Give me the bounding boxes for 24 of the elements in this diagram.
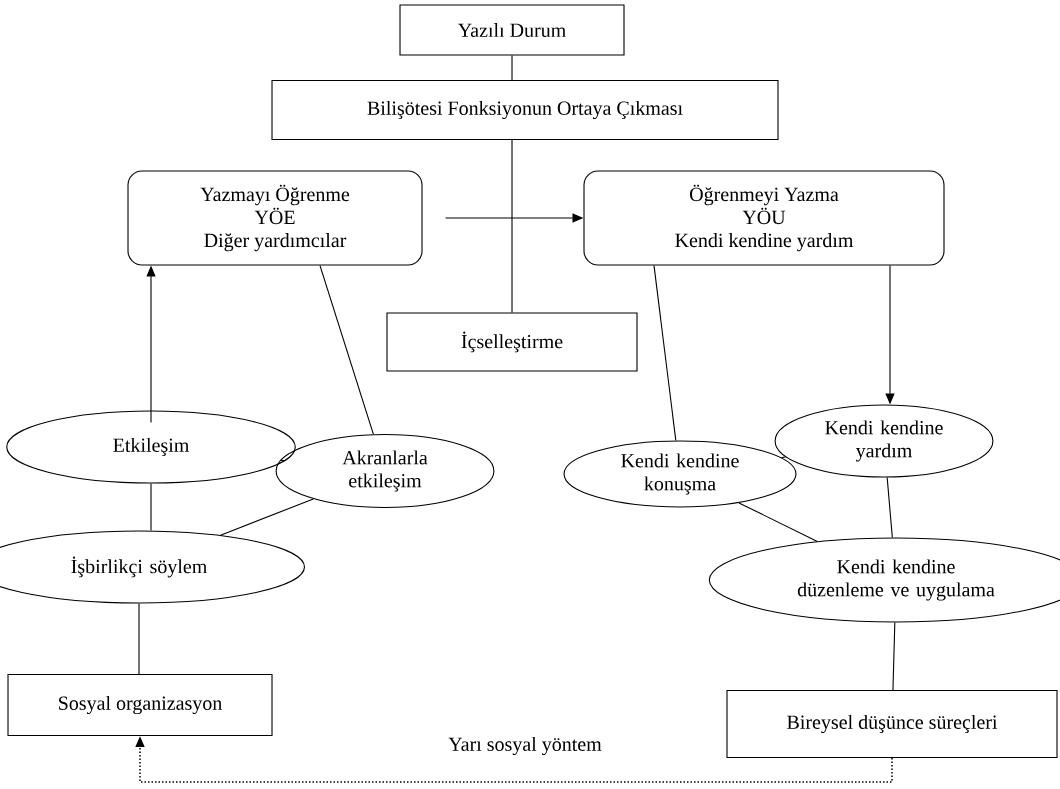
text-box: Sosyal organizasyon: [7, 673, 273, 737]
edge-label: Yarı sosyal yöntem: [447, 735, 603, 757]
connector-line: [653, 265, 677, 442]
connector-line: [138, 603, 140, 675]
rounded-box: Öğrenmeyi Yazma YÖU Kendi kendine yardım: [583, 170, 945, 266]
connector-line: [279, 459, 286, 462]
text-box: Yazılı Durum: [399, 4, 625, 56]
connector-line: [738, 502, 818, 542]
oval: Akranlarla etkileşim: [275, 433, 495, 509]
oval: Etkileşim: [6, 410, 296, 484]
connector-line: [892, 622, 896, 691]
connector-line: [511, 139, 513, 313]
connector-line: [319, 265, 374, 435]
oval: Kendi kendine yardım: [774, 404, 994, 478]
text-box: İçselleştirme: [386, 312, 638, 372]
connector-line: [886, 476, 893, 538]
connector-line: [150, 483, 152, 531]
text-box: Bireysel düşünce süreçleri: [726, 689, 1058, 759]
connector-line: [781, 456, 787, 459]
oval: Kendi kendine konuşma: [563, 440, 797, 508]
rounded-box: Yazmayı Öğrenme YÖE Diğer yardımcılar: [127, 170, 423, 266]
connector-line: [220, 498, 314, 536]
connector-line: [511, 55, 513, 81]
text-box: Bilişötesi Fonksiyonun Ortaya Çıkması: [271, 79, 779, 141]
